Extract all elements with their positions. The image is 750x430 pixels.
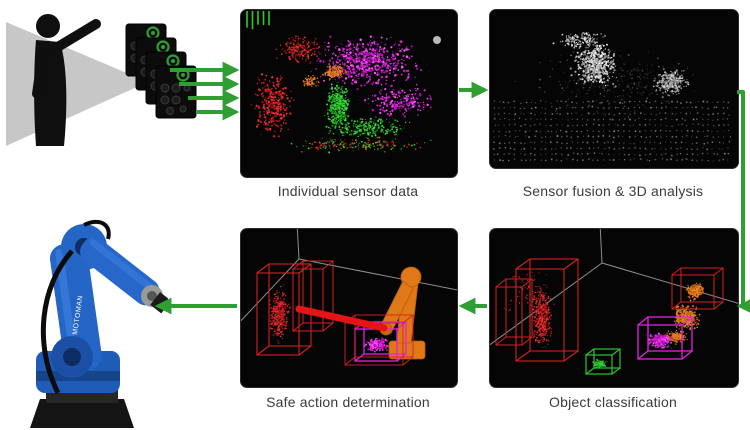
caption-object-classification: Object classification [549,394,677,410]
panel-individual-sensor-data [240,9,458,178]
robot-illustration: MOTOMAN [30,219,168,428]
sensor-lens-icon [183,84,191,92]
point-cloud-individual [246,11,441,154]
sensor-stack [125,23,197,119]
panel-object-classification [489,228,739,388]
point-cloud-fusion [492,32,731,162]
scene-safe-action [241,229,457,366]
sensor-lens-icon [179,105,187,113]
robot-cable-top [83,219,111,240]
caption-individual-sensor-data: Individual sensor data [277,183,419,199]
panel-sensor-fusion [489,9,739,169]
scene-object-classification [490,229,738,375]
robot-cable [40,249,74,395]
sensor-card [155,65,197,119]
sensor-lens-icon [171,83,181,93]
human-and-sensors-illustration [6,14,197,146]
person-silhouette [32,14,101,146]
sensor-lens-icon [160,95,170,105]
panel-safe-action [240,228,458,388]
robot-forearm [80,237,160,306]
sensor-lens-icon [166,107,174,115]
sensor-lens-icon [171,95,181,105]
sensor-lens-icon [160,83,170,93]
robot-base [30,399,134,428]
caption-sensor-fusion: Sensor fusion & 3D analysis [522,183,704,199]
caption-safe-action: Safe action determination [266,394,430,410]
